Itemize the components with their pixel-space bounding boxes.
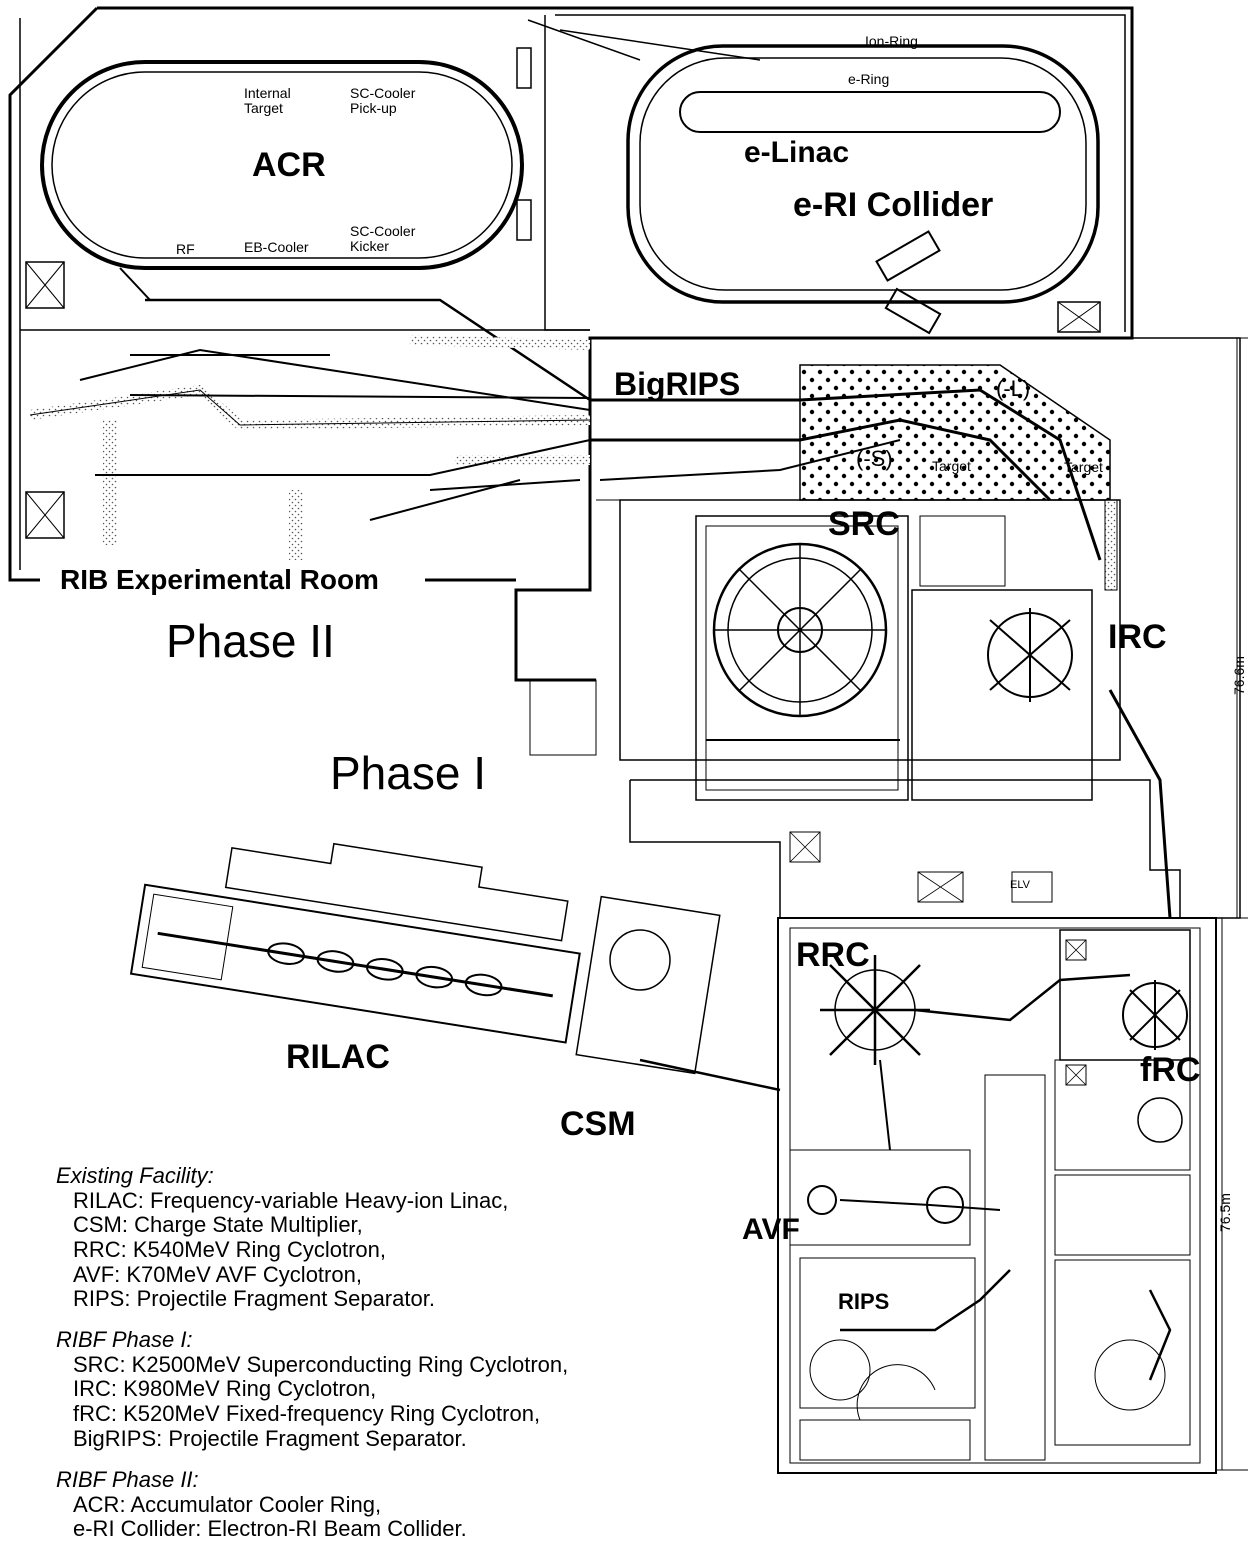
rrc-cyclotron bbox=[820, 955, 1131, 1151]
legend-item: fRC: K520MeV Fixed-frequency Ring Cyclot… bbox=[73, 1400, 541, 1426]
legend-item: e-RI Collider: Electron-RI Beam Collider… bbox=[73, 1516, 467, 1542]
legend-item: IRC: K980MeV Ring Cyclotron, bbox=[73, 1376, 377, 1402]
acr-label: ACR bbox=[252, 146, 326, 184]
csm-label: CSM bbox=[560, 1105, 636, 1143]
avf-label: AVF bbox=[742, 1213, 800, 1246]
legend-existing-heading: Existing Facility: bbox=[56, 1163, 214, 1188]
target-label-1: Target bbox=[932, 458, 971, 474]
rilac-building bbox=[129, 842, 581, 1044]
frc-label: fRC bbox=[1140, 1051, 1201, 1089]
e-ri-collider-rings bbox=[527, 19, 1100, 335]
legend-item: ACR: Accumulator Cooler Ring, bbox=[73, 1491, 382, 1517]
short-target-area-label: (-S) bbox=[856, 446, 893, 471]
rrc-label: RRC bbox=[796, 936, 870, 974]
legend-existing: Existing Facility: RILAC: Frequency-vari… bbox=[56, 1163, 509, 1312]
legend-phase2: RIBF Phase II: ACR: Accumulator Cooler R… bbox=[56, 1467, 467, 1542]
e-ring-label: e-Ring bbox=[848, 71, 890, 87]
rib-room-beamlines bbox=[29, 335, 591, 560]
irc-label: IRC bbox=[1108, 618, 1167, 656]
rips-label: RIPS bbox=[838, 1289, 890, 1314]
ion-ring-label: Ion-Ring bbox=[865, 33, 918, 49]
dimension-lines bbox=[1215, 337, 1248, 1471]
rf-label: RF bbox=[176, 241, 195, 257]
legend-phase1: RIBF Phase I: SRC: K2500MeV Superconduct… bbox=[56, 1327, 569, 1451]
legend-item: SRC: K2500MeV Superconducting Ring Cyclo… bbox=[73, 1351, 569, 1377]
rips-beamline bbox=[809, 1269, 1172, 1421]
bigrips-label: BigRIPS bbox=[614, 366, 741, 402]
legend-item: RIPS: Projectile Fragment Separator. bbox=[73, 1286, 435, 1312]
legend-phase2-heading: RIBF Phase II: bbox=[56, 1467, 199, 1492]
target-label-2: Target bbox=[1064, 459, 1103, 475]
dimension-lower-label: 76.5m bbox=[1217, 1193, 1233, 1232]
src-label: SRC bbox=[828, 505, 900, 543]
src-cyclotron bbox=[706, 542, 900, 741]
phase-ii-label: Phase II bbox=[166, 615, 335, 667]
irc-cyclotron bbox=[987, 608, 1172, 919]
long-target-area-label: (-L) bbox=[996, 376, 1031, 401]
legend-item: AVF: K70MeV AVF Cyclotron, bbox=[73, 1261, 362, 1287]
elevator-label: ELV bbox=[1010, 879, 1030, 891]
e-ri-collider-label: e-RI Collider bbox=[793, 186, 994, 224]
sc-cooler-kicker-label: SC-Cooler Kicker bbox=[350, 223, 416, 254]
rib-room-label: RIB Experimental Room bbox=[60, 564, 379, 595]
legend-item: RILAC: Frequency-variable Heavy-ion Lina… bbox=[73, 1187, 509, 1213]
acr-ring bbox=[40, 60, 591, 402]
e-linac-label: e-Linac bbox=[744, 136, 850, 169]
legend-item: CSM: Charge State Multiplier, bbox=[73, 1212, 363, 1238]
dimension-upper-label: 76.6m bbox=[1231, 656, 1247, 695]
legend-item: RRC: K540MeV Ring Cyclotron, bbox=[73, 1236, 387, 1262]
legend-item: BigRIPS: Projectile Fragment Separator. bbox=[73, 1425, 467, 1451]
legend-phase1-heading: RIBF Phase I: bbox=[56, 1327, 193, 1352]
frc-cyclotron bbox=[1122, 980, 1188, 1143]
internal-target-label: Internal Target bbox=[244, 85, 291, 116]
existing-facility-building bbox=[777, 917, 1217, 1474]
phase-i-label: Phase I bbox=[330, 747, 486, 799]
avf-cyclotron bbox=[807, 1185, 1001, 1224]
sc-cooler-pickup-label: SC-Cooler Pick-up bbox=[350, 85, 416, 116]
bigrips-area bbox=[590, 364, 1118, 591]
csm-room bbox=[575, 895, 781, 1092]
rilac-label: RILAC bbox=[286, 1038, 390, 1076]
eb-cooler-label: EB-Cooler bbox=[244, 239, 309, 255]
